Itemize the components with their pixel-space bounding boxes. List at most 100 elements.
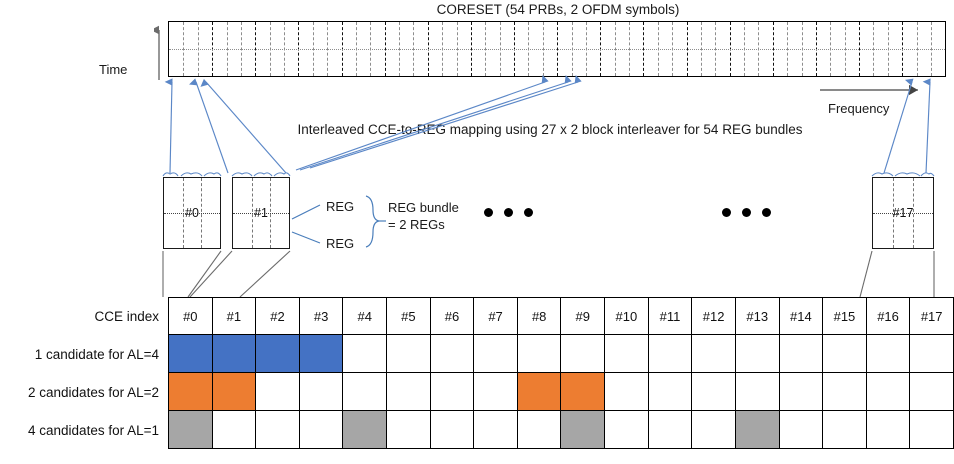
candidate-cell-empty-14[interactable] — [779, 373, 824, 411]
candidate-cell-empty-11[interactable] — [648, 335, 693, 373]
dot — [762, 208, 771, 217]
cce-index-cell-9: #9 — [561, 297, 606, 335]
candidate-cell-filled-13[interactable] — [735, 411, 780, 449]
candidate-cell-empty-5[interactable] — [387, 373, 431, 411]
cce-index-cell-8: #8 — [517, 297, 562, 335]
candidate-cell-empty-4[interactable] — [343, 373, 388, 411]
reg-bundle-symbol-divider — [233, 213, 289, 214]
candidate-cell-empty-14[interactable] — [779, 335, 824, 373]
coreset-title: CORESET (54 PRBs, 2 OFDM symbols) — [436, 2, 680, 17]
candidate-row-al-4: 1 candidate for AL=4 — [0, 335, 954, 373]
candidate-cell-filled-8[interactable] — [517, 373, 562, 411]
candidate-cell-empty-12[interactable] — [692, 373, 736, 411]
cce-index-cell-13: #13 — [735, 297, 780, 335]
reg-bundle-label-1: #1 — [254, 206, 268, 220]
candidate-cell-empty-6[interactable] — [430, 335, 475, 373]
reg-label-lower: REG — [326, 236, 355, 251]
candidate-row-al-1: 4 candidates for AL=1 — [0, 411, 954, 449]
candidate-cell-empty-12[interactable] — [692, 335, 736, 373]
cce-index-cell-12: #12 — [692, 297, 736, 335]
frequency-axis-arrow-icon — [820, 84, 918, 96]
candidate-cell-filled-1[interactable] — [212, 373, 257, 411]
candidate-cell-empty-5[interactable] — [387, 335, 431, 373]
candidate-cell-filled-4[interactable] — [343, 411, 388, 449]
candidate-cell-empty-15[interactable] — [823, 411, 867, 449]
reg-bundle-box-17: #17 — [872, 177, 934, 249]
candidate-cell-empty-17[interactable] — [910, 335, 954, 373]
candidate-cell-empty-7[interactable] — [474, 373, 518, 411]
dot — [524, 208, 533, 217]
cce-index-cell-4: #4 — [343, 297, 388, 335]
candidate-cell-empty-8[interactable] — [517, 335, 562, 373]
candidate-cell-empty-12[interactable] — [692, 411, 736, 449]
ellipsis-left — [484, 208, 533, 217]
candidate-cell-filled-1[interactable] — [212, 335, 257, 373]
cce-index-cell-7: #7 — [474, 297, 518, 335]
candidate-cell-empty-9[interactable] — [561, 335, 606, 373]
cce-index-cell-10: #10 — [605, 297, 649, 335]
reg-bundle-definition: REG bundle = 2 REGs — [388, 199, 459, 233]
candidate-cell-empty-5[interactable] — [387, 411, 431, 449]
candidate-cell-empty-11[interactable] — [648, 373, 693, 411]
cce-index-row: CCE index #0#1#2#3#4#5#6#7#8#9#10#11#12#… — [0, 297, 954, 335]
candidate-cell-empty-11[interactable] — [648, 411, 693, 449]
reg-label-upper: REG — [326, 199, 355, 214]
candidate-cell-filled-0[interactable] — [168, 335, 213, 373]
reg-bundle-symbol-divider — [873, 213, 933, 214]
candidate-cell-empty-3[interactable] — [299, 411, 344, 449]
cce-index-cell-0: #0 — [168, 297, 213, 335]
candidate-cell-empty-7[interactable] — [474, 335, 518, 373]
candidate-row-label-al-2: 2 candidates for AL=2 — [28, 384, 159, 400]
candidate-cell-empty-17[interactable] — [910, 411, 954, 449]
reg-bundle-box-0: #0 — [163, 177, 221, 249]
candidate-cell-filled-9[interactable] — [561, 411, 606, 449]
candidate-cell-empty-16[interactable] — [866, 335, 911, 373]
candidate-cell-empty-13[interactable] — [735, 335, 780, 373]
cce-index-cells: #0#1#2#3#4#5#6#7#8#9#10#11#12#13#14#15#1… — [168, 297, 954, 335]
candidate-cell-empty-14[interactable] — [779, 411, 824, 449]
candidate-cell-filled-0[interactable] — [168, 373, 213, 411]
cce-index-cell-11: #11 — [648, 297, 693, 335]
candidate-cell-empty-15[interactable] — [823, 335, 867, 373]
cce-index-cell-3: #3 — [299, 297, 344, 335]
frequency-axis-label: Frequency — [828, 101, 890, 116]
candidate-rows: 1 candidate for AL=4 2 candidates for AL=… — [0, 335, 954, 449]
candidate-cell-empty-6[interactable] — [430, 373, 475, 411]
candidate-cell-empty-3[interactable] — [299, 373, 344, 411]
candidate-cell-empty-10[interactable] — [605, 373, 649, 411]
candidate-cell-empty-2[interactable] — [256, 373, 300, 411]
candidate-cell-empty-16[interactable] — [866, 411, 911, 449]
candidate-cell-filled-3[interactable] — [299, 335, 344, 373]
candidate-cell-filled-2[interactable] — [256, 335, 300, 373]
candidate-cell-empty-7[interactable] — [474, 411, 518, 449]
candidate-cell-empty-17[interactable] — [910, 373, 954, 411]
time-axis-arrow-icon — [154, 25, 160, 80]
cce-index-cell-2: #2 — [256, 297, 300, 335]
cce-index-row-label: CCE index — [94, 308, 159, 324]
candidate-cell-empty-13[interactable] — [735, 373, 780, 411]
dot — [742, 208, 751, 217]
interleaver-caption: Interleaved CCE-to-REG mapping using 27 … — [297, 122, 803, 137]
candidate-cell-empty-15[interactable] — [823, 373, 867, 411]
candidate-cell-empty-8[interactable] — [517, 411, 562, 449]
reg-bundle-symbol-divider — [164, 213, 220, 214]
candidate-cell-empty-16[interactable] — [866, 373, 911, 411]
coreset-grid — [168, 21, 946, 77]
candidate-cell-empty-1[interactable] — [212, 411, 257, 449]
candidate-row-al-2: 2 candidates for AL=2 — [0, 373, 954, 411]
cce-index-cell-1: #1 — [212, 297, 257, 335]
candidate-cell-empty-6[interactable] — [430, 411, 475, 449]
cce-index-cell-15: #15 — [823, 297, 867, 335]
candidate-row-cells — [168, 373, 954, 411]
candidate-cell-filled-0[interactable] — [168, 411, 213, 449]
candidate-cell-filled-9[interactable] — [561, 373, 606, 411]
cce-index-cell-17: #17 — [910, 297, 954, 335]
candidate-cell-empty-2[interactable] — [256, 411, 300, 449]
candidate-cell-empty-10[interactable] — [605, 411, 649, 449]
candidate-cell-empty-10[interactable] — [605, 335, 649, 373]
reg-bundle-label-17: #17 — [892, 206, 914, 220]
cce-index-cell-5: #5 — [387, 297, 431, 335]
candidate-cell-empty-4[interactable] — [343, 335, 388, 373]
reg-bundle-box-1: #1 — [232, 177, 290, 249]
cce-index-cell-6: #6 — [430, 297, 475, 335]
